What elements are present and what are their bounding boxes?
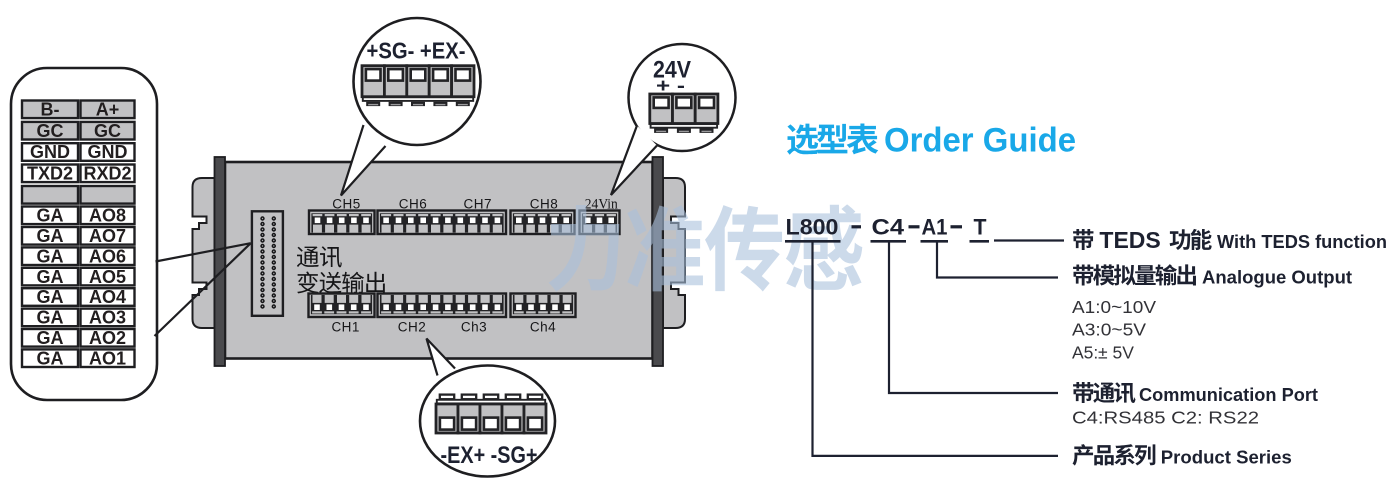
svg-text:+SG- +EX-: +SG- +EX- xyxy=(367,38,466,64)
svg-text:CH8: CH8 xyxy=(530,197,559,212)
svg-text:AO3: AO3 xyxy=(89,308,126,328)
svg-text:Ch3: Ch3 xyxy=(461,320,487,335)
svg-text:AO7: AO7 xyxy=(89,226,126,246)
svg-text:Analogue Output: Analogue Output xyxy=(1202,267,1352,288)
svg-text:Product Series: Product Series xyxy=(1161,446,1292,467)
svg-text:CH5: CH5 xyxy=(332,197,361,212)
svg-text:Communication Port: Communication Port xyxy=(1139,384,1318,405)
svg-text:A+: A+ xyxy=(96,100,120,120)
svg-text:GA: GA xyxy=(37,328,64,348)
svg-text:AO6: AO6 xyxy=(89,246,126,266)
svg-text:RXD2: RXD2 xyxy=(83,164,131,184)
svg-text:GA: GA xyxy=(37,267,64,287)
svg-text:GA: GA xyxy=(37,287,64,307)
svg-text:CH6: CH6 xyxy=(399,197,428,212)
svg-text:AO2: AO2 xyxy=(89,328,126,348)
svg-text:24Vin: 24Vin xyxy=(585,197,619,213)
svg-text:TEDS: TEDS xyxy=(1099,227,1160,253)
svg-text:CH7: CH7 xyxy=(464,197,493,212)
svg-text:C4:RS485 C2: RS22: C4:RS485 C2: RS22 xyxy=(1072,408,1259,428)
svg-text:A1: A1 xyxy=(922,215,948,240)
svg-text:GA: GA xyxy=(37,348,64,368)
svg-text:GC: GC xyxy=(94,121,121,141)
svg-text:AO1: AO1 xyxy=(89,348,126,368)
svg-text:AO5: AO5 xyxy=(89,267,126,287)
svg-text:GND: GND xyxy=(88,142,128,162)
svg-text:Ch4: Ch4 xyxy=(530,320,556,335)
svg-text:± 5V: ± 5V xyxy=(1098,343,1134,363)
svg-text:With TEDS function: With TEDS function xyxy=(1217,231,1387,252)
svg-text:GA: GA xyxy=(37,226,64,246)
svg-text:T: T xyxy=(974,215,988,240)
svg-text:GA: GA xyxy=(37,308,64,328)
svg-text:CH1: CH1 xyxy=(331,320,360,335)
svg-text:AO4: AO4 xyxy=(89,287,126,307)
svg-text:B-: B- xyxy=(41,100,60,120)
svg-text:GC: GC xyxy=(37,121,64,141)
svg-text:A3:0~5V: A3:0~5V xyxy=(1072,320,1146,340)
svg-text:-EX+ -SG+: -EX+ -SG+ xyxy=(441,442,538,469)
svg-text:24V: 24V xyxy=(653,57,691,84)
svg-text:GA: GA xyxy=(37,206,64,226)
svg-text:GA: GA xyxy=(37,246,64,266)
svg-text:Order Guide: Order Guide xyxy=(884,122,1076,160)
svg-text:C4: C4 xyxy=(872,215,905,240)
svg-text:A1:0~10V: A1:0~10V xyxy=(1072,297,1156,317)
svg-text:A5:: A5: xyxy=(1072,343,1098,363)
svg-text:L800: L800 xyxy=(786,215,839,240)
svg-text:AO8: AO8 xyxy=(89,206,126,226)
svg-text:TXD2: TXD2 xyxy=(27,164,73,184)
svg-text:GND: GND xyxy=(30,142,70,162)
svg-text:+ -: + - xyxy=(656,76,685,97)
svg-text:CH2: CH2 xyxy=(398,320,427,335)
